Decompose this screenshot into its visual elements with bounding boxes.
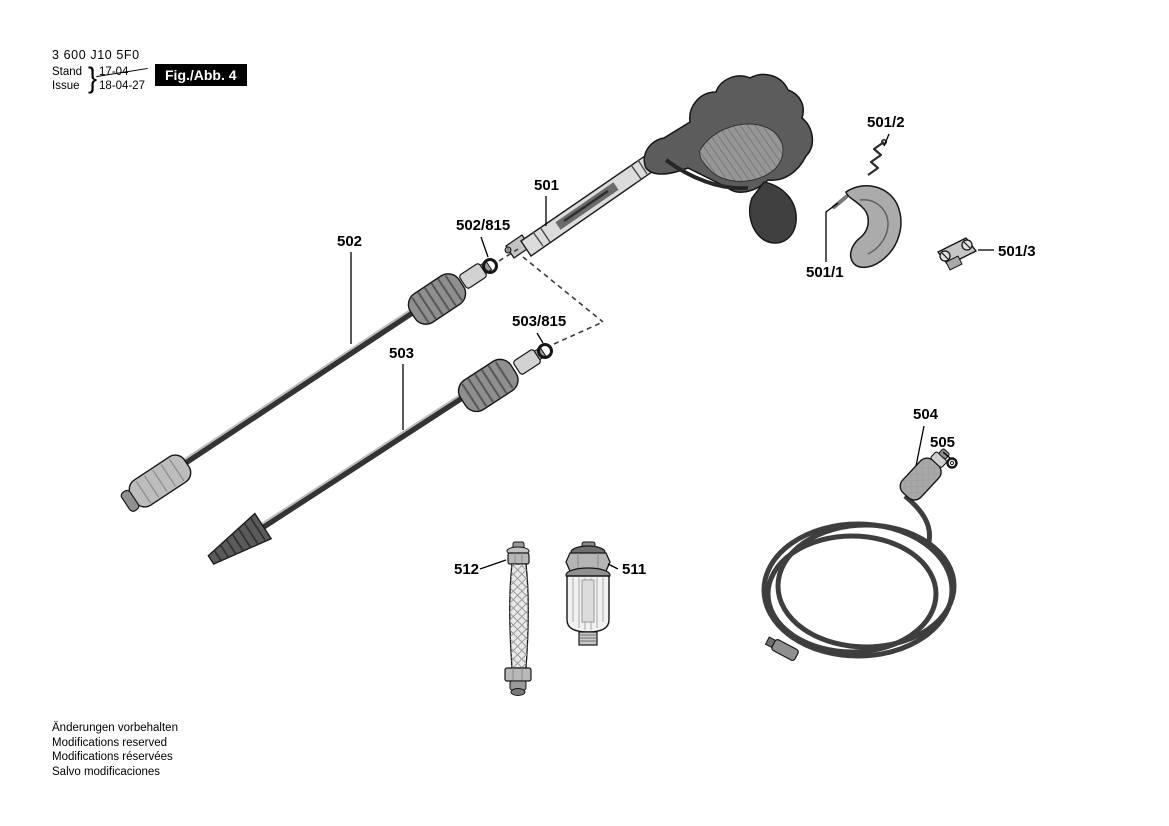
label-511: 511 [622, 561, 646, 578]
label-502-815: 502/815 [456, 217, 510, 234]
revision-block: Stand Issue } 17-04 18-04-27 [52, 62, 146, 94]
part-number: 3 600 J10 5F0 [52, 48, 140, 62]
label-502: 502 [337, 233, 362, 250]
spray-gun-drawing [504, 73, 814, 259]
footer-line-en: Modifications reserved [52, 736, 168, 749]
clip-drawing [936, 237, 978, 271]
label-512: 512 [454, 561, 479, 578]
footer-notes: Änderungen vorbehalten Modifications res… [52, 721, 178, 779]
issue-value: 18-04-27 [99, 79, 146, 92]
filter-drawing [565, 541, 611, 646]
lance-503-drawing [207, 346, 547, 565]
revision-brace: } [88, 62, 98, 94]
label-501-1: 501/1 [806, 264, 844, 281]
part-labels: 501 502 502/815 503 503/815 501/1 501/2 … [337, 114, 1036, 578]
figure-label: Fig./Abb. 4 [155, 64, 247, 86]
spring-drawing [867, 139, 887, 176]
hose-coupling [899, 448, 950, 501]
label-505: 505 [930, 434, 955, 451]
oring-503-815-drawing [537, 343, 553, 359]
connector-drawing [504, 541, 532, 696]
footer-line-de: Änderungen vorbehalten [52, 722, 178, 734]
stand-value: 17-04 [99, 65, 145, 79]
washer-505-drawing [946, 457, 958, 469]
label-503: 503 [389, 345, 414, 362]
trigger-drawing [832, 185, 902, 269]
footer-line-fr: Modifications réservées [52, 751, 173, 763]
footer-line-es: Salvo modificaciones [52, 765, 161, 778]
stand-label: Stand [52, 65, 83, 78]
label-501: 501 [534, 177, 559, 194]
issue-label: Issue [52, 79, 80, 92]
label-503-815: 503/815 [512, 313, 566, 330]
oring-502-815-drawing [482, 258, 498, 274]
title-block: 3 600 J10 5F0 Stand Issue } 17-04 18-04-… [52, 48, 247, 94]
lance-502-drawing [120, 260, 493, 512]
label-501-2: 501/2 [867, 114, 905, 131]
hose-drawing [761, 448, 957, 661]
leader-lines [350, 133, 994, 570]
label-504: 504 [913, 406, 939, 423]
label-501-3: 501/3 [998, 243, 1036, 260]
